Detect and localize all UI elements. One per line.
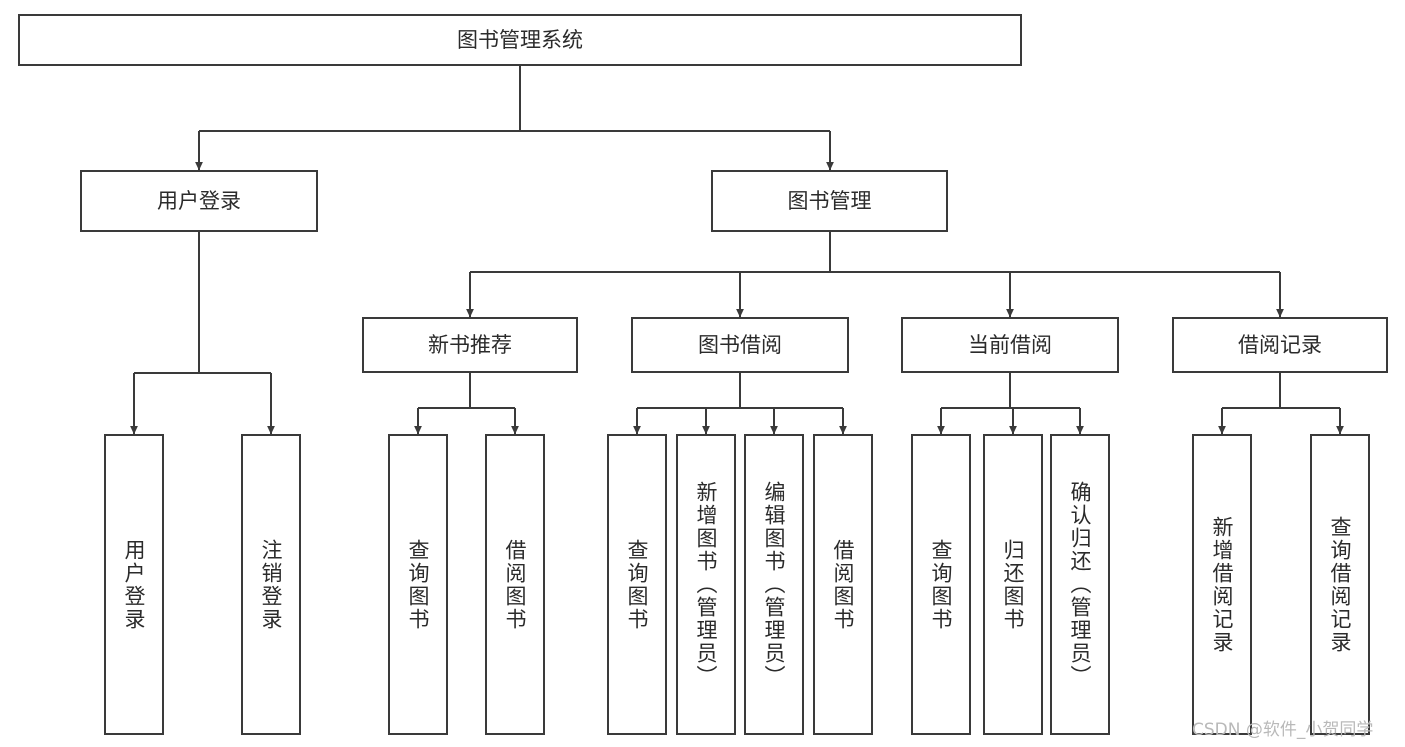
csdn-watermark: CSDN @软件_小贺同学	[1192, 720, 1374, 740]
node-label: 用户登录	[157, 188, 241, 213]
node-label: 注销登录	[259, 538, 284, 631]
node-leaf-rec-add[interactable]: 新增借阅记录	[1192, 434, 1252, 735]
node-user-login[interactable]: 用户登录	[80, 170, 318, 232]
node-label: 查询图书	[625, 538, 650, 631]
node-leaf-cur-query[interactable]: 查询图书	[911, 434, 971, 735]
edge-group	[130, 66, 1344, 435]
node-label: 查询图书	[406, 538, 431, 631]
node-label: 当前借阅	[968, 332, 1052, 357]
node-leaf-rec-query[interactable]: 查询图书	[388, 434, 448, 735]
node-label: 确认归还（管理员）	[1068, 481, 1093, 688]
node-leaf-brw-edit[interactable]: 编辑图书（管理员）	[744, 434, 804, 735]
node-leaf-brw-query[interactable]: 查询图书	[607, 434, 667, 735]
node-leaf-brw-add[interactable]: 新增图书（管理员）	[676, 434, 736, 735]
node-label: 用户登录	[122, 538, 147, 631]
node-label: 新增图书（管理员）	[694, 481, 719, 688]
node-label: 图书借阅	[698, 332, 782, 357]
node-book-manage[interactable]: 图书管理	[711, 170, 948, 232]
node-leaf-rec-borrow[interactable]: 借阅图书	[485, 434, 545, 735]
node-label: 查询借阅记录	[1328, 515, 1353, 654]
node-new-book-rec[interactable]: 新书推荐	[362, 317, 578, 373]
node-current-borrow[interactable]: 当前借阅	[901, 317, 1119, 373]
node-leaf-cur-return[interactable]: 归还图书	[983, 434, 1043, 735]
node-label: 归还图书	[1001, 538, 1026, 631]
node-book-borrow[interactable]: 图书借阅	[631, 317, 849, 373]
node-leaf-rec-search[interactable]: 查询借阅记录	[1310, 434, 1370, 735]
node-root[interactable]: 图书管理系统	[18, 14, 1022, 66]
node-label: 查询图书	[929, 538, 954, 631]
node-label: 借阅图书	[503, 538, 528, 631]
node-label: 新增借阅记录	[1210, 515, 1235, 654]
node-borrow-record[interactable]: 借阅记录	[1172, 317, 1388, 373]
node-label: 新书推荐	[428, 332, 512, 357]
node-label: 借阅图书	[831, 538, 856, 631]
node-label: 编辑图书（管理员）	[762, 481, 787, 688]
node-label: 图书管理系统	[457, 27, 583, 52]
node-leaf-user-logout[interactable]: 注销登录	[241, 434, 301, 735]
node-leaf-brw-borrow[interactable]: 借阅图书	[813, 434, 873, 735]
node-label: 借阅记录	[1238, 332, 1322, 357]
node-leaf-user-login[interactable]: 用户登录	[104, 434, 164, 735]
node-leaf-cur-confirm[interactable]: 确认归还（管理员）	[1050, 434, 1110, 735]
node-label: 图书管理	[787, 188, 872, 213]
